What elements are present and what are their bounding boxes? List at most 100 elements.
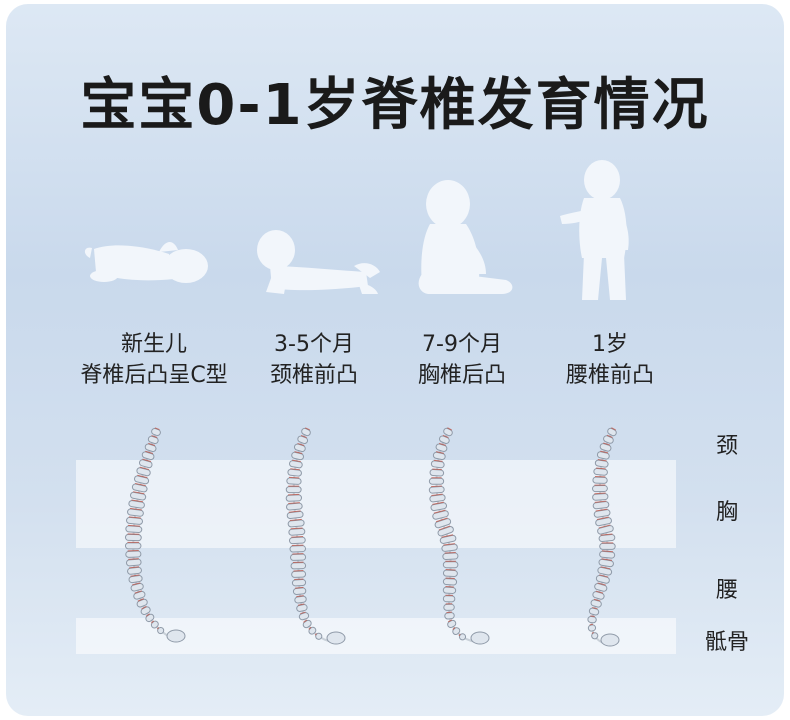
vertebra xyxy=(596,450,610,460)
stage-newborn-desc: 脊椎后凸呈C型 xyxy=(80,363,228,388)
spine-1-year xyxy=(587,427,620,647)
vertebra xyxy=(590,598,602,608)
vertebra xyxy=(603,434,614,444)
vertebra xyxy=(434,517,452,529)
vertebra xyxy=(289,459,303,469)
vertebra xyxy=(587,623,597,632)
sacrum-bone xyxy=(600,633,620,647)
vertebra xyxy=(588,606,600,616)
vertebra xyxy=(441,543,458,552)
vertebra xyxy=(314,632,323,640)
vertebra xyxy=(428,485,445,494)
vertebra xyxy=(592,476,608,484)
sacrum-bone xyxy=(326,631,346,645)
vertebra xyxy=(442,586,457,594)
stage-7-9-age: 7-9个月 xyxy=(422,332,502,357)
toddler-standing-silhouette xyxy=(560,160,629,300)
vertebra xyxy=(442,577,458,586)
vertebra xyxy=(285,493,303,502)
vertebra xyxy=(147,435,159,445)
vertebra xyxy=(290,561,307,570)
vertebra xyxy=(597,566,613,576)
vertebra xyxy=(301,427,311,437)
vertebra xyxy=(432,509,449,520)
vertebra xyxy=(597,524,614,535)
vertebra xyxy=(443,427,453,437)
vertebra xyxy=(294,595,307,604)
vertebra xyxy=(134,474,150,485)
vertebra xyxy=(442,594,456,603)
vertebra xyxy=(599,542,616,550)
vertebra xyxy=(595,516,612,527)
vertebra xyxy=(144,442,157,453)
vertebra xyxy=(127,507,144,517)
stage-1-year-age: 1岁 xyxy=(592,332,628,357)
vertebra xyxy=(599,550,616,559)
vertebra xyxy=(442,560,459,569)
vertebra xyxy=(297,434,309,445)
vertebra xyxy=(308,626,317,635)
vertebra xyxy=(430,459,445,469)
vertebra xyxy=(128,499,145,509)
vertebra xyxy=(591,631,599,640)
vertebra xyxy=(293,442,306,453)
vertebra xyxy=(595,574,610,584)
stage-newborn-age: 新生儿 xyxy=(120,332,187,357)
vertebra xyxy=(128,574,143,584)
vertebra xyxy=(592,590,605,600)
vertebra xyxy=(292,586,307,595)
stage-3-5-age: 3-5个月 xyxy=(274,332,354,357)
stage-7-9-desc: 胸椎后凸 xyxy=(417,363,506,388)
vertebra xyxy=(444,611,455,620)
region-label-lumbar: 腰 xyxy=(715,578,738,603)
vertebra xyxy=(131,482,148,493)
vertebra xyxy=(285,485,302,494)
vertebra xyxy=(286,476,302,485)
vertebra xyxy=(125,524,143,534)
region-label-sacrum: 骶骨 xyxy=(704,630,749,655)
vertebra xyxy=(133,590,146,600)
vertebra xyxy=(439,434,450,444)
vertebra xyxy=(607,427,617,437)
baby-sitting-silhouette xyxy=(418,180,513,294)
spine-7-9-months xyxy=(428,427,490,645)
vertebra xyxy=(138,458,153,469)
region-label-cervical: 颈 xyxy=(715,434,738,459)
vertebra xyxy=(289,544,307,553)
vertebra xyxy=(291,451,305,461)
spine-3-5-months xyxy=(285,427,346,645)
vertebra xyxy=(290,553,307,561)
vertebra xyxy=(302,619,312,629)
vertebra xyxy=(145,613,155,623)
vertebra xyxy=(288,527,306,536)
vertebra xyxy=(587,615,597,624)
vertebra xyxy=(136,466,151,477)
vertebra xyxy=(594,458,609,468)
vertebra xyxy=(296,603,308,612)
vertebra xyxy=(442,569,458,577)
vertebra xyxy=(442,551,459,560)
vertebra xyxy=(124,533,142,542)
region-label-thoracic: 胸 xyxy=(715,500,738,525)
vertebra xyxy=(286,510,304,520)
vertebra xyxy=(141,450,155,461)
spine-newborn xyxy=(124,427,186,643)
vertebra xyxy=(429,468,445,477)
vertebra xyxy=(430,501,448,512)
vertebra xyxy=(136,598,148,608)
sacrum-bone xyxy=(166,629,186,643)
vertebra xyxy=(140,605,151,616)
vertebra xyxy=(593,508,611,518)
vertebra xyxy=(452,627,461,636)
thoracic-band xyxy=(76,460,676,548)
sacrum-bone xyxy=(470,631,490,645)
vertebra xyxy=(599,442,612,452)
vertebra xyxy=(458,633,467,641)
vertebra xyxy=(151,427,161,436)
stage-1-year-desc: 腰椎前凸 xyxy=(565,363,654,388)
vertebra xyxy=(125,558,142,567)
vertebra xyxy=(288,536,306,545)
vertebra xyxy=(156,626,165,635)
vertebra xyxy=(435,442,448,452)
vertebra xyxy=(592,492,609,501)
